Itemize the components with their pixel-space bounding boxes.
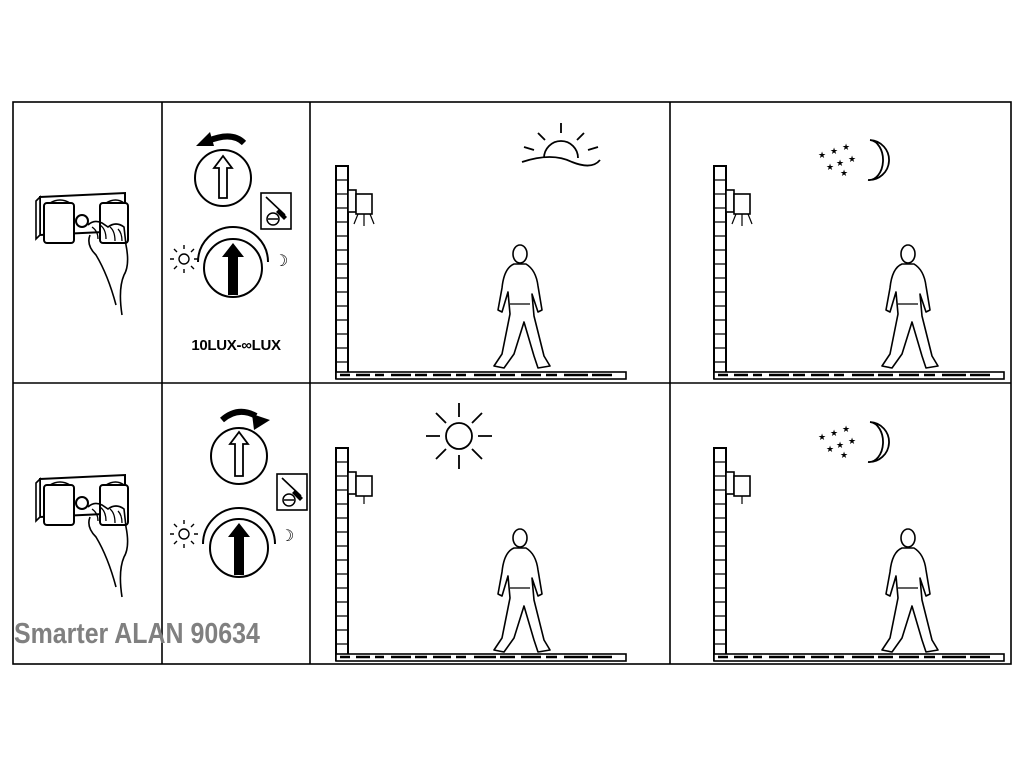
hand-adjusting-fixture-icon — [35, 474, 129, 598]
moon-small-icon: ☽ — [274, 251, 288, 270]
sun-small-icon — [170, 520, 198, 548]
wall-lamp-icon — [725, 471, 751, 505]
brick-wall — [713, 165, 727, 379]
sunset-icon — [521, 123, 601, 167]
scene-night-off — [713, 421, 1005, 662]
rotation-arrow-icon — [196, 132, 247, 146]
brick-wall — [713, 447, 727, 661]
sun-icon — [426, 403, 492, 469]
wall-lamp-icon — [347, 471, 373, 505]
screwdriver-icon — [260, 192, 292, 230]
walking-person-icon — [881, 244, 939, 369]
wall-bricks — [336, 179, 348, 363]
moon-stars-icon — [817, 421, 890, 463]
scene-night-on — [713, 139, 1005, 380]
wall-bricks — [714, 179, 726, 363]
screwdriver-icon — [276, 473, 308, 511]
dial-outline-arrow — [194, 149, 252, 207]
wall-lamp-icon — [347, 189, 375, 227]
rotation-arrow-icon — [220, 408, 270, 430]
wall-lamp-icon — [725, 189, 753, 227]
wall-bricks — [714, 461, 726, 645]
lux-range-label: 10LUX-∞LUX — [191, 337, 281, 354]
sun-small-icon — [170, 245, 198, 273]
walking-person-icon — [493, 244, 551, 369]
walking-person-icon — [881, 528, 939, 653]
dial-arrow-icon — [202, 507, 276, 578]
dial-outline-arrow — [210, 427, 268, 485]
brick-wall — [335, 165, 349, 379]
product-name: Smarter ALAN 90634 — [14, 618, 260, 650]
brick-wall — [335, 447, 349, 661]
scene-day — [335, 403, 627, 662]
moon-small-icon: ☽ — [280, 526, 294, 545]
dial-arrow-icon — [197, 226, 269, 298]
walking-person-icon — [493, 528, 551, 653]
wall-bricks — [336, 461, 348, 645]
hand-adjusting-fixture-icon — [35, 192, 129, 316]
scene-sunset — [335, 123, 627, 380]
grid-lines — [12, 101, 1012, 665]
moon-stars-icon — [817, 139, 890, 181]
